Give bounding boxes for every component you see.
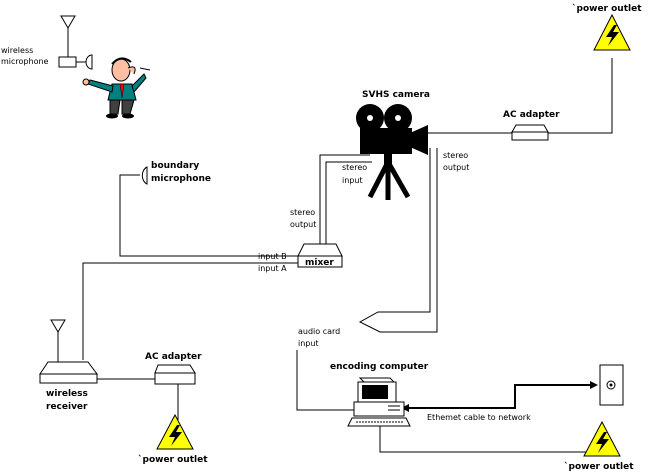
ac-adapter-top-icon — [511, 124, 549, 141]
mixer-to-camera-cable — [319, 154, 370, 245]
wireless-microphone-label: wireless microphone — [1, 46, 49, 66]
mic-antenna-icon — [60, 15, 76, 29]
audio-card-input-label: audio card input — [298, 327, 343, 348]
ethernet-arrow-left — [401, 404, 409, 412]
camera-stereo-input-label: stereo input — [342, 163, 370, 185]
boundary-microphone-icon — [141, 166, 148, 185]
wireless-receiver-icon — [39, 361, 98, 384]
camera-stereo-output-label: stereo output — [443, 151, 471, 172]
receiver-cable — [82, 262, 300, 360]
wireless-receiver-label: wireless receiver — [46, 389, 91, 412]
boundary-mic-cable — [119, 174, 300, 257]
mixer-to-camera-cable-2 — [325, 161, 372, 245]
encoding-computer-label: encoding computer — [330, 362, 429, 372]
ethernet-cable-label: Ethemet cable to network — [427, 413, 531, 422]
mixer-icon — [297, 243, 343, 268]
ac-outlet-cable-top — [548, 58, 613, 134]
boundary-microphone-label: boundary microphone — [151, 161, 211, 184]
power-outlet-top-icon — [593, 13, 631, 51]
wireless-microphone-icon — [58, 15, 93, 70]
camera-to-audio-card-cable — [358, 148, 438, 333]
ethernet-arrow-right — [590, 381, 598, 389]
power-outlet-right-label: `power outlet — [564, 461, 634, 472]
network-jack-icon — [599, 364, 624, 406]
computer-power-cable — [379, 425, 600, 453]
mixer-label: mixer — [305, 258, 334, 268]
receiver-antenna-icon — [50, 319, 66, 333]
wiring — [57, 28, 613, 453]
power-outlet-left-label: `power outlet — [138, 454, 208, 465]
input-a-label: input A — [258, 264, 287, 273]
camera-icon — [356, 104, 428, 200]
svhs-camera-label: SVHS camera — [362, 90, 430, 100]
ac-adapter-bottom-label: AC adapter — [145, 352, 202, 362]
power-outlet-right-icon — [583, 420, 621, 457]
power-outlet-top-label: `power outlet — [572, 3, 642, 14]
ethernet-cable-line — [407, 384, 592, 409]
ac-adapter-bottom-icon — [154, 364, 196, 385]
presenter-figure-icon — [82, 57, 151, 119]
ac-adapter-top-label: AC adapter — [503, 110, 560, 120]
power-outlet-left-icon — [156, 413, 194, 450]
computer-icon — [347, 377, 411, 427]
input-b-label: input B — [258, 252, 287, 261]
mixer-stereo-output-label: stereo output — [290, 208, 318, 229]
audio-card-to-computer-cable — [296, 350, 357, 411]
